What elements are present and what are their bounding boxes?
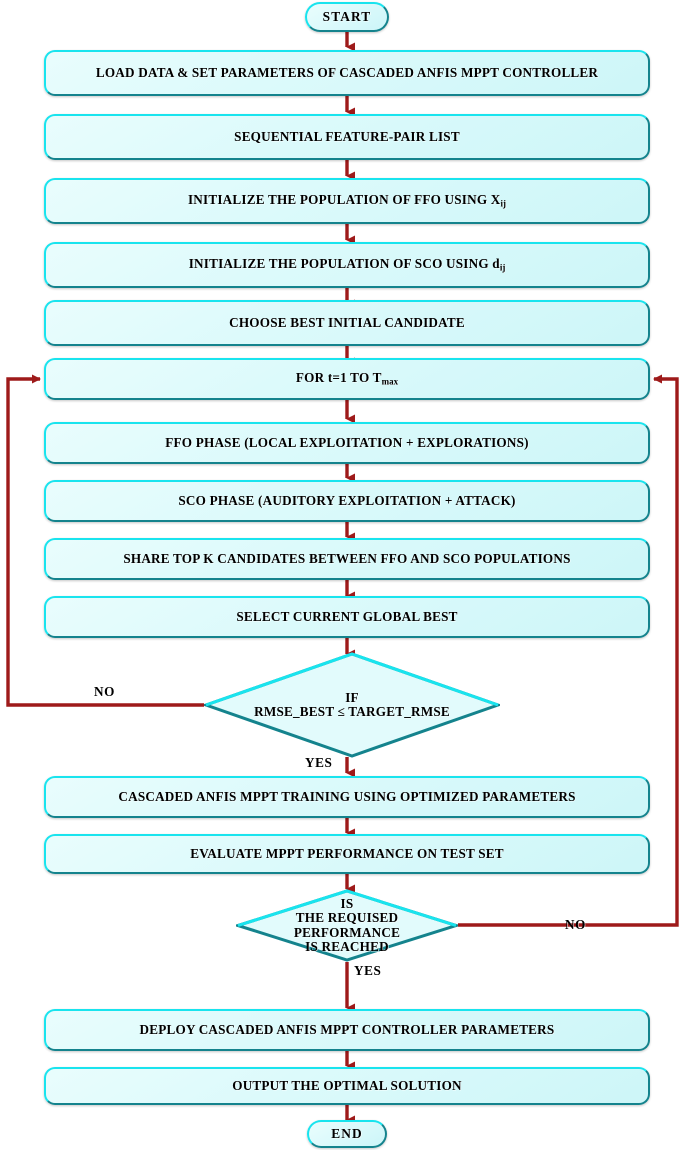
process-select-global-best-label: SELECT CURRENT GLOBAL BEST [236, 608, 458, 624]
branch-label-performance-yes: YES [354, 963, 382, 978]
process-share-top-k-label: SHARE TOP K CANDIDATES BETWEEN FFO AND S… [123, 550, 571, 566]
process-initialize-ffo: INITIALIZE THE POPULATION OF FFO USING X… [44, 178, 650, 224]
start-terminator: START [305, 2, 389, 32]
process-output-solution-label: OUTPUT THE OPTIMAL SOLUTION [232, 1077, 462, 1093]
process-initialize-ffo-text: INITIALIZE THE POPULATION OF FFO USING X [187, 192, 501, 208]
process-evaluate-performance-label: EVALUATE MPPT PERFORMANCE ON TEST SET [190, 845, 504, 861]
decision-rmse-threshold: IF RMSE_BEST ≤ TARGET_RMSE [204, 652, 500, 758]
process-initialize-ffo-subscript: ij [500, 198, 507, 209]
end-label: END [331, 1126, 363, 1141]
decision-performance-shape [236, 889, 458, 962]
process-initialize-sco-subscript: ij [499, 262, 506, 273]
decision-rmse-shape [204, 652, 500, 758]
process-deploy-controller: DEPLOY CASCADED ANFIS MPPT CONTROLLER PA… [44, 1009, 650, 1051]
process-load-data: LOAD DATA & SET PARAMETERS OF CASCADED A… [44, 50, 650, 96]
process-ffo-phase: FFO PHASE (LOCAL EXPLOITATION + EXPLORAT… [44, 422, 650, 464]
process-initialize-ffo-label: INITIALIZE THE POPULATION OF FFO USING X… [180, 192, 514, 209]
decision-rmse-label: IF RMSE_BEST ≤ TARGET_RMSE [254, 689, 450, 719]
process-initialize-sco-text: INITIALIZE THE POPULATION OF SCO USING d [188, 256, 500, 272]
process-deploy-controller-label: DEPLOY CASCADED ANFIS MPPT CONTROLLER PA… [139, 1021, 555, 1037]
process-load-data-label: LOAD DATA & SET PARAMETERS OF CASCADED A… [95, 64, 599, 80]
process-evaluate-performance: EVALUATE MPPT PERFORMANCE ON TEST SET [44, 834, 650, 874]
process-sco-phase: SCO PHASE (AUDITORY EXPLOITATION + ATTAC… [44, 480, 650, 522]
process-for-loop-label: FOR t=1 TO Tmax [288, 370, 406, 387]
process-sco-phase-label: SCO PHASE (AUDITORY EXPLOITATION + ATTAC… [178, 492, 516, 508]
decision-performance-reached: IS THE REQUISED PERFORMANCE IS REACHED [236, 889, 458, 962]
decision-performance-label: IS THE REQUISED PERFORMANCE IS REACHED [293, 896, 401, 954]
process-for-loop-subscript: max [381, 376, 399, 387]
process-choose-best-candidate: CHOOSE BEST INITIAL CANDIDATE [44, 300, 650, 346]
branch-label-performance-no: NO [565, 917, 586, 932]
end-terminator: END [307, 1120, 387, 1148]
process-share-top-k: SHARE TOP K CANDIDATES BETWEEN FFO AND S… [44, 538, 650, 580]
process-select-global-best: SELECT CURRENT GLOBAL BEST [44, 596, 650, 638]
start-label: START [322, 9, 372, 24]
process-feature-pair-list: SEQUENTIAL FEATURE-PAIR LIST [44, 114, 650, 160]
process-feature-pair-list-label: SEQUENTIAL FEATURE-PAIR LIST [234, 128, 460, 144]
process-for-loop: FOR t=1 TO Tmax [44, 358, 650, 400]
process-for-loop-text: FOR t=1 TO T [295, 370, 382, 386]
process-ffo-phase-label: FFO PHASE (LOCAL EXPLOITATION + EXPLORAT… [165, 434, 529, 450]
process-initialize-sco: INITIALIZE THE POPULATION OF SCO USING d… [44, 242, 650, 288]
process-output-solution: OUTPUT THE OPTIMAL SOLUTION [44, 1067, 650, 1105]
process-initialize-sco-label: INITIALIZE THE POPULATION OF SCO USING d… [181, 256, 514, 273]
process-anfis-training: CASCADED ANFIS MPPT TRAINING USING OPTIM… [44, 776, 650, 818]
process-anfis-training-label: CASCADED ANFIS MPPT TRAINING USING OPTIM… [118, 788, 576, 804]
branch-label-rmse-no: NO [94, 684, 115, 699]
process-choose-best-candidate-label: CHOOSE BEST INITIAL CANDIDATE [229, 314, 465, 330]
branch-label-rmse-yes: YES [305, 755, 333, 770]
